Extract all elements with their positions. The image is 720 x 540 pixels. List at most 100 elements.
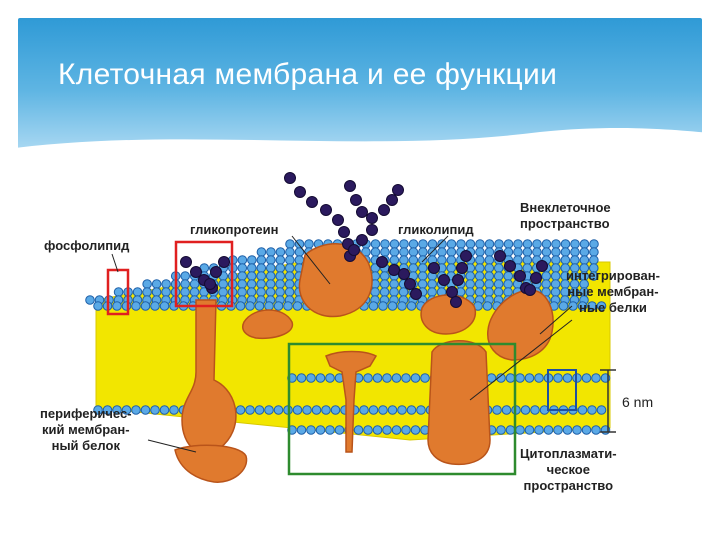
phospholipid-head [237, 271, 248, 281]
glycan-sugar [530, 272, 542, 284]
phospholipid-head [588, 271, 599, 281]
glycan-sugar [388, 264, 400, 276]
phospholipid-head [532, 247, 542, 257]
glycan-sugar [344, 180, 356, 192]
phospholipid-head [570, 255, 580, 265]
phospholipid-head [247, 255, 257, 265]
phospholipid-head [387, 405, 398, 415]
phospholipid-head [475, 239, 485, 249]
phospholipid-head [522, 247, 533, 257]
phospholipid-head [446, 255, 457, 265]
phospholipid-head [150, 301, 160, 311]
phospholipid-head [379, 279, 390, 289]
glycan-sugar [410, 288, 422, 300]
phospholipid-head [589, 239, 599, 249]
phospholipid-head [522, 263, 533, 273]
phospholipid-head [273, 301, 284, 311]
phospholipid-head [256, 255, 267, 265]
phospholipid-head [596, 301, 607, 311]
phospholipid-head [551, 247, 561, 257]
phospholipid-head [379, 271, 390, 281]
phospholipid-head [246, 271, 257, 281]
phospholipid-head [315, 425, 326, 435]
label-extracellular-line-2: пространство [520, 216, 610, 231]
phospholipid-head [446, 247, 457, 257]
phospholipid-head [522, 255, 533, 265]
phospholipid-head [189, 287, 200, 297]
phospholipid-head [560, 255, 571, 265]
phospholipid-head [541, 247, 552, 257]
glycan-sugar [378, 204, 390, 216]
phospholipid-head [218, 287, 228, 297]
phospholipid-head [399, 255, 409, 265]
phospholipid-head [474, 271, 485, 281]
phospholipid-head [161, 279, 171, 289]
phospholipid-head [372, 373, 383, 383]
label-extracellular-line-1: Внеклеточное [520, 200, 611, 215]
phospholipid-head [503, 287, 513, 297]
glycan-sugar [294, 186, 306, 198]
label-cytoplasmic-line-3: пространство [523, 478, 614, 493]
phospholipid-head [577, 405, 588, 415]
phospholipid-head [161, 287, 171, 297]
phospholipid-head [417, 263, 428, 273]
leader-integral-1 [539, 305, 573, 335]
phospholipid-head [484, 271, 495, 281]
phospholipid-head [484, 239, 495, 249]
phospholipid-head [410, 425, 421, 435]
phospholipid-head [275, 279, 285, 289]
phospholipid-head [399, 239, 409, 249]
phospholipid-head [408, 239, 419, 249]
phospholipid-head [189, 279, 200, 289]
integral-protein-transmembrane [427, 340, 491, 466]
glycan-sugar [306, 196, 318, 208]
phospholipid-head [235, 301, 246, 311]
phospholipid-head [465, 287, 475, 297]
phospholipid-head [417, 271, 428, 281]
slide-header-banner [18, 18, 702, 150]
phospholipid-head [589, 255, 599, 265]
phospholipid-head [550, 279, 561, 289]
glycan-sugar [446, 286, 458, 298]
phospholipid-head [581, 373, 592, 383]
phospholipid-head [246, 263, 257, 273]
glycan-sugar [356, 234, 368, 246]
phospholipid-head [121, 301, 132, 311]
phospholipid-head [496, 425, 506, 435]
leader-integral-2 [469, 319, 573, 401]
phospholipid-head [493, 271, 504, 281]
phospholipid-head [581, 425, 592, 435]
phospholipid-head [370, 247, 381, 257]
phospholipid-head [254, 301, 265, 311]
leader-glycolipid [421, 235, 449, 263]
integral-protein-upper-2 [242, 309, 294, 340]
integral-proteins-highlight-box [287, 342, 517, 476]
phospholipid-head [113, 287, 124, 297]
phospholipid-head [437, 255, 447, 265]
glycan-sugar [514, 270, 526, 282]
glycan-sugar [348, 244, 360, 256]
phospholipid-head [151, 287, 162, 297]
phospholipid-head [397, 301, 407, 311]
phospholipid-head [446, 239, 457, 249]
phospholipid-head [541, 271, 552, 281]
phospholipid-head [302, 405, 312, 415]
phospholipid-head [93, 405, 103, 415]
phospholipid-head [420, 373, 430, 383]
glycan-sugar [524, 284, 536, 296]
phospholipid-head [484, 263, 495, 273]
glycan-sugar [428, 262, 440, 274]
label-membrane-thickness: 6 nm [622, 394, 654, 410]
phospholipid-head [389, 239, 400, 249]
label-cytoplasmic-space: Цитоплазмати- ческое пространство [520, 446, 617, 494]
phospholipid-head [406, 301, 417, 311]
phospholipid-head [275, 255, 286, 265]
phospholipid-head [520, 405, 531, 415]
phospholipid-head [368, 301, 379, 311]
label-integral-line-1: интегрирован- [566, 268, 660, 283]
phospholipid-head [379, 287, 390, 297]
phospholipid-head [465, 239, 476, 249]
label-phospholipid: фосфолипид [44, 238, 130, 253]
phospholipid-head [503, 239, 514, 249]
